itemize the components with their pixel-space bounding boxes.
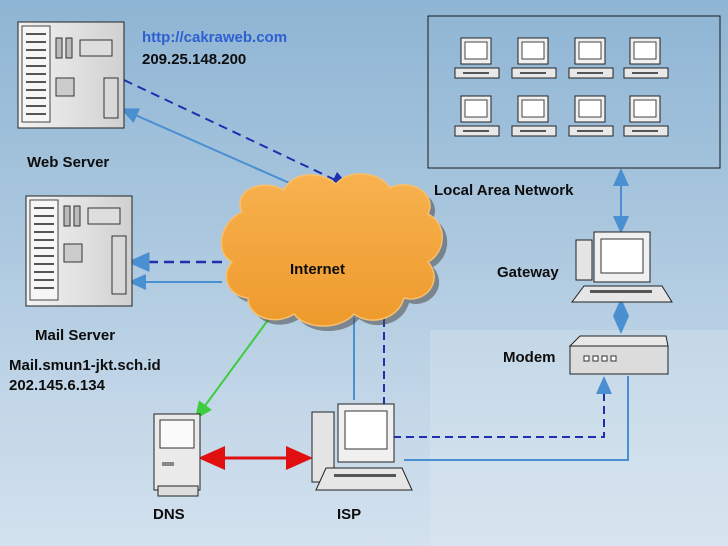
- web-server-ip: 209.25.148.200: [142, 51, 247, 68]
- computer-icon: [511, 95, 557, 137]
- lan-computers: [454, 37, 669, 137]
- computer-icon: [623, 95, 669, 137]
- computer-icon: [311, 403, 413, 491]
- computer-icon: [568, 37, 614, 79]
- cloud-icon: [220, 173, 448, 331]
- computer-icon: [623, 37, 669, 79]
- mail-server-ip: 202.145.6.134: [9, 377, 105, 394]
- gateway-label: Gateway: [497, 264, 559, 281]
- modem-icon: [568, 335, 669, 375]
- internet-label: Internet: [290, 261, 346, 278]
- computer-icon: [568, 95, 614, 137]
- mail-server-label: Mail Server: [35, 327, 116, 344]
- web-server-label: Web Server: [27, 154, 110, 171]
- dns-label: DNS: [153, 506, 185, 523]
- lan-label: Local Area Network: [434, 182, 574, 199]
- modem-isp-link-dashed: [392, 376, 612, 438]
- computer-icon: [571, 231, 673, 303]
- computer-icon: [454, 95, 500, 137]
- computer-icon: [454, 37, 500, 79]
- internet-dns-link: [194, 302, 284, 420]
- links: [120, 79, 629, 470]
- modem-isp-link-solid: [404, 376, 629, 461]
- server-icon: [25, 195, 133, 307]
- mac-computer-icon: [153, 413, 201, 497]
- modem-label: Modem: [503, 349, 556, 366]
- mail-server-domain: Mail.smun1-jkt.sch.id: [9, 357, 161, 374]
- web-server-url[interactable]: http://cakraweb.com: [142, 29, 288, 46]
- web-server-link-dashed: [123, 79, 350, 187]
- lan-box: [427, 15, 721, 169]
- computer-icon: [511, 37, 557, 79]
- server-icon: [17, 21, 125, 129]
- isp-label: ISP: [337, 506, 362, 523]
